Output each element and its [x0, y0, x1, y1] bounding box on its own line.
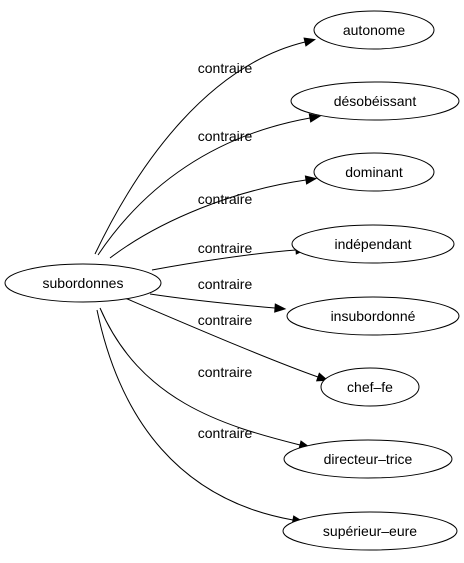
target-node-7[interactable]: supérieur–eure — [282, 511, 458, 551]
target-node-5-shape — [320, 367, 420, 407]
target-node-3-label: indépendant — [334, 236, 411, 252]
edge-4-label: contraire — [198, 276, 253, 292]
source-node[interactable]: subordonnes — [4, 263, 162, 303]
target-node-5-label: chef–fe — [347, 379, 393, 395]
edge-5-label: contraire — [198, 312, 253, 328]
target-node-0[interactable]: autonome — [313, 10, 435, 50]
target-node-1-label: désobéissant — [334, 93, 417, 109]
target-node-7-label: supérieur–eure — [323, 523, 417, 539]
target-node-0-shape — [313, 10, 435, 50]
target-node-7-shape — [282, 511, 458, 551]
nodes-layer: subordonnes autonome désobéissant dominant… — [4, 10, 460, 551]
target-node-0-label: autonome — [343, 22, 405, 38]
edge-6 — [99, 307, 301, 446]
edge-3 — [151, 249, 297, 271]
target-node-5[interactable]: chef–fe — [320, 367, 420, 407]
target-node-1[interactable]: désobéissant — [290, 81, 460, 121]
edge-2 — [109, 179, 307, 259]
edge-0-label: contraire — [198, 60, 253, 76]
target-node-4-shape — [286, 296, 460, 336]
target-node-6-label: directeur–trice — [324, 451, 413, 467]
target-node-3-shape — [291, 224, 455, 264]
edge-0 — [94, 41, 306, 255]
edge-5-arrowhead — [315, 372, 329, 382]
edge-7-label: contraire — [198, 425, 253, 441]
edge-4 — [149, 293, 276, 309]
target-node-2-label: dominant — [345, 164, 403, 180]
target-node-4[interactable]: insubordonné — [286, 296, 460, 336]
edge-0-arrowhead — [303, 37, 317, 47]
edge-7 — [96, 309, 294, 521]
edge-labels-layer: contraire contraire contraire contraire cont… — [198, 60, 253, 441]
edge-5 — [124, 297, 319, 378]
edge-1-arrowhead — [308, 113, 322, 123]
target-node-6[interactable]: directeur–trice — [283, 439, 453, 479]
edge-4-arrowhead — [274, 303, 287, 313]
edge-3-label: contraire — [198, 240, 253, 256]
target-node-2[interactable]: dominant — [313, 152, 435, 192]
edge-1 — [97, 117, 311, 256]
edge-1-label: contraire — [198, 128, 253, 144]
target-node-6-shape — [283, 439, 453, 479]
target-node-4-label: insubordonné — [331, 308, 416, 324]
edge-6-label: contraire — [198, 364, 253, 380]
target-node-3[interactable]: indépendant — [291, 224, 455, 264]
edge-2-label: contraire — [198, 191, 253, 207]
source-node-shape — [4, 263, 162, 303]
source-node-label: subordonnes — [43, 275, 124, 291]
target-node-2-shape — [313, 152, 435, 192]
target-node-1-shape — [290, 81, 460, 121]
edge-2-arrowhead — [304, 175, 318, 185]
